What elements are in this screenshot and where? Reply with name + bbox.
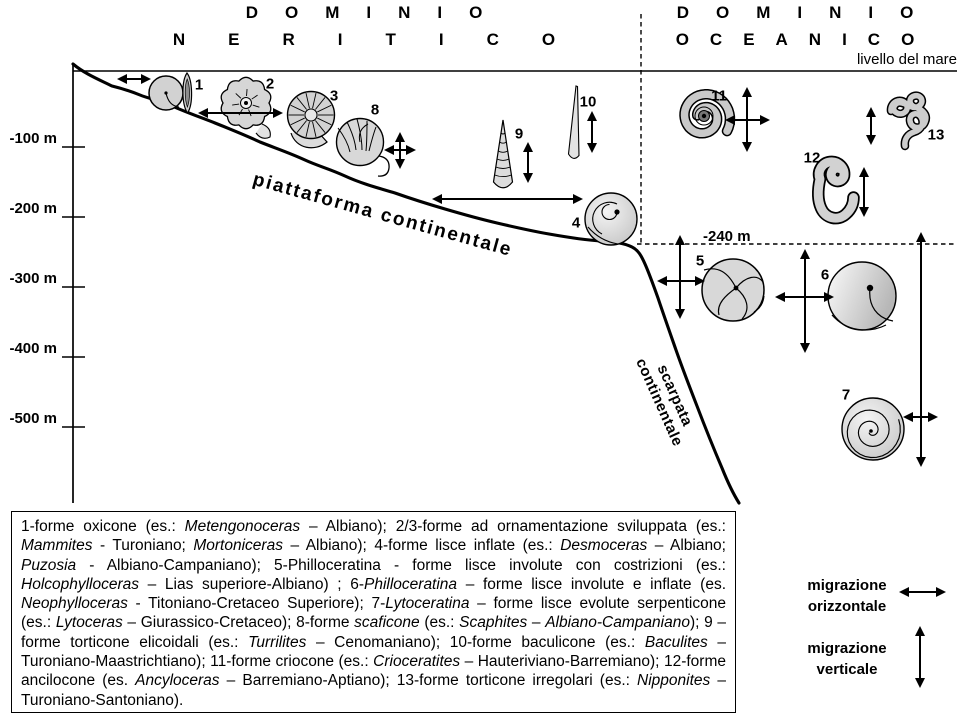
migration-arrow-7-cross (903, 232, 938, 467)
legend-horizontal-migration-label: migrazione orizzontale (807, 577, 887, 615)
legend-arrow-horizontal (899, 587, 946, 597)
migration-arrow-2-horizontal (198, 108, 283, 118)
ammonite-9-turriculate-figure (492, 119, 514, 189)
legend-arrow-vertical (915, 626, 925, 688)
ammonite-6-smooth-involute-figure (827, 261, 897, 331)
ammonite-5-phylloceratid-figure (701, 258, 765, 322)
ammonite-3-ribbed-figure (286, 90, 336, 149)
ammonite-4-smooth-inflate-figure (584, 192, 638, 246)
figure-label-7: 7 (841, 386, 851, 404)
domain-oceanico-header: DOMINIO OCEANICO (645, 4, 945, 49)
caption-box: 1-forme oxicone (es.: Metengonoceras – A… (11, 511, 736, 713)
migration-arrows (117, 74, 946, 688)
seafloor-profile-line (71, 62, 741, 505)
migration-arrow-4-horizontal (432, 194, 583, 204)
depth-label--500m: -500 m (9, 410, 57, 427)
ammonite-2-ornamented-figure (220, 76, 272, 139)
figure-label-11: 11 (711, 87, 727, 105)
migration-arrow-10-vertical (587, 111, 597, 153)
figure-label-9: 9 (514, 125, 524, 143)
depth-label--100m: -100 m (9, 130, 57, 147)
figure-label-12: 12 (803, 149, 821, 167)
figure-label-1: 1 (194, 76, 204, 94)
figure-label-13: 13 (927, 126, 945, 144)
ammonite-8-scaphitid-figure (335, 117, 390, 177)
figure-label-4: 4 (571, 214, 581, 232)
migration-arrow-12-vertical (859, 167, 869, 217)
depth-240-label: -240 m (703, 228, 751, 245)
figure-label-10: 10 (579, 93, 597, 111)
migration-arrow-5-cross (657, 235, 705, 319)
figure-label-3: 3 (329, 87, 339, 105)
domain-oceanico-line2: OCEANICO (675, 30, 936, 49)
ammonite-12-ancylocone-figure (812, 155, 860, 225)
migration-arrow-6-cross (775, 249, 834, 353)
migration-arrow-8-cross (384, 132, 416, 169)
figure-label-8: 8 (370, 101, 380, 119)
depth-axis (62, 64, 85, 503)
migration-arrow-11-cross (725, 87, 770, 152)
caption-text: 1-forme oxicone (es.: Metengonoceras – A… (21, 518, 726, 709)
migration-arrow-9-vertical (523, 142, 533, 183)
ammonite-13-nipponites-figure (886, 91, 931, 151)
domain-neritico-line1: DOMINIO (245, 3, 510, 22)
migration-arrow-1-horizontal (117, 74, 151, 84)
legend-vertical-migration-label: migrazione verticale (807, 640, 887, 678)
migration-arrow-13-vertical (866, 107, 876, 145)
depth-label--400m: -400 m (9, 340, 57, 357)
figure-label-2: 2 (265, 75, 275, 93)
depth-label--300m: -300 m (9, 270, 57, 287)
domain-neritico-line2: NERITICO (172, 30, 599, 49)
ammonite-7-serpenticone-figure (841, 397, 905, 461)
ammonite-1-oxycone-figure (148, 71, 193, 115)
ammonite-10-baculite-figure (567, 85, 580, 159)
figure-label-5: 5 (695, 252, 705, 270)
domain-neritico-header: DOMINIO NERITICO (64, 4, 664, 49)
depth-label--200m: -200 m (9, 200, 57, 217)
domain-oceanico-line1: DOMINIO (676, 3, 941, 22)
figure-label-6: 6 (820, 266, 830, 284)
ammonite-11-criocone-figure (679, 89, 736, 139)
sea-level-label: livello del mare (856, 51, 957, 68)
